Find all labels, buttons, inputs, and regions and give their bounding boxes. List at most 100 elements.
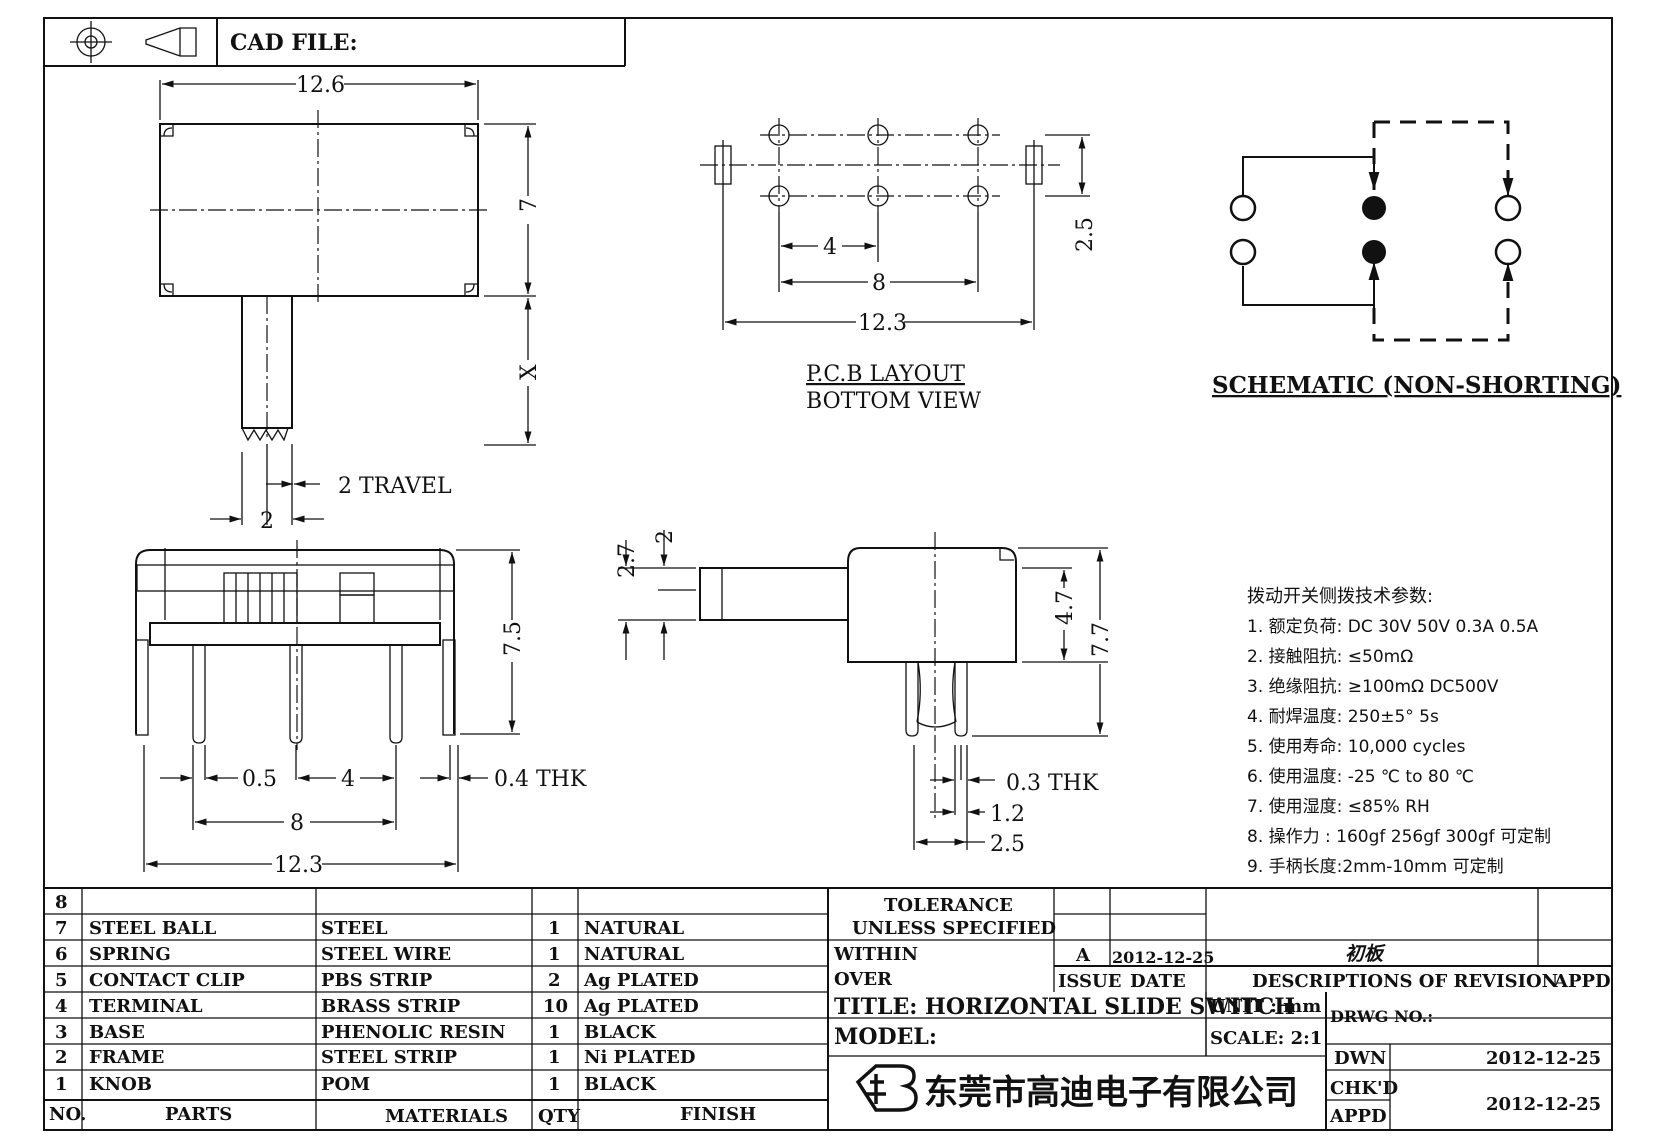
bom-no: 6 [55, 944, 68, 965]
revision-description: 初板 [1345, 943, 1386, 965]
bom-finish: NATURAL [584, 944, 684, 965]
unit-label: UNIT : mm [1210, 996, 1321, 1017]
issue-value: A [1075, 945, 1091, 966]
dim-knob-width: 2 [260, 509, 274, 534]
within-label: WITHIN [833, 944, 918, 965]
pcb-dim-pitch: 4 [823, 235, 837, 260]
spec-item: 5. 使用寿命: 10,000 cycles [1247, 736, 1466, 757]
terminal-closed [1362, 196, 1386, 220]
dim-travel: 2 TRAVEL [338, 474, 452, 499]
bom-part: TERMINAL [89, 996, 203, 1017]
spec-item: 9. 手柄长度:2mm-10mm 可定制 [1247, 857, 1504, 877]
dwn-date: 2012-12-25 [1486, 1048, 1601, 1069]
bom-material: STEEL WIRE [321, 944, 451, 965]
tolerance-label-2: UNLESS SPECIFIED [852, 918, 1056, 939]
schematic-title: SCHEMATIC (NON-SHORTING) [1212, 372, 1621, 399]
tolerance-label: TOLERANCE [884, 895, 1013, 916]
front-dim-pin: 0.5 [242, 767, 277, 792]
terminal-open [1229, 194, 1257, 222]
bom-material: PBS STRIP [321, 970, 433, 991]
front-view: 0.5 4 0.4 THK 8 12.3 7.5 [135, 540, 587, 878]
bom-qty: 1 [548, 1074, 561, 1095]
side-dim-a: 2.7 [615, 543, 640, 578]
bom-no: 5 [55, 970, 68, 991]
bom-no: 4 [55, 996, 68, 1017]
bom-qty: 1 [548, 944, 561, 965]
revision-date: 2012-12-25 [1112, 948, 1214, 967]
bom-row: 1 KNOB POM 1 BLACK [55, 1074, 657, 1095]
bom-header-no: NO. [49, 1104, 86, 1125]
bom-row: 8 [55, 892, 68, 913]
scale-label: SCALE: 2:1 [1210, 1028, 1322, 1049]
bom-row: 3 BASE PHENOLIC RESIN 1 BLACK [55, 1022, 657, 1043]
terminal-open [1494, 238, 1522, 266]
specs-title: 拨动开关侧拨技术参数: [1247, 586, 1433, 607]
top-view: 12.6 7 X 2 TRAVEL 2 [150, 73, 542, 534]
issue-label: ISSUE [1058, 971, 1121, 992]
dim-width: 12.6 [296, 73, 345, 98]
company-logo-icon [855, 1064, 918, 1112]
side-dim-c: 4.7 [1053, 590, 1078, 625]
approved-label: APPD [1329, 1106, 1387, 1127]
dim-height: 7 [517, 198, 542, 212]
check-date: 2012-12-25 [1486, 1094, 1601, 1115]
bom-qty: 10 [543, 996, 568, 1017]
spec-item: 1. 额定负荷: DC 30V 50V 0.3A 0.5A [1247, 617, 1539, 637]
specs-panel: 拨动开关侧拨技术参数: 1. 额定负荷: DC 30V 50V 0.3A 0.5… [1247, 586, 1551, 877]
front-dim-total: 12.3 [274, 853, 323, 878]
front-dim-span: 8 [290, 811, 304, 836]
cad-file-label: CAD FILE: [230, 30, 358, 56]
front-dim-height: 7.5 [501, 621, 526, 656]
bom-qty: 2 [548, 970, 561, 991]
bom-header-parts: PARTS [165, 1104, 232, 1125]
bom-header-finish: FINISH [680, 1104, 756, 1125]
drawing-title: TITLE: HORIZONTAL SLIDE SWITCH [834, 994, 1295, 1020]
spec-item: 3. 绝缘阻抗: ≥100mΩ DC500V [1247, 677, 1499, 697]
bom-material: POM [321, 1074, 370, 1095]
spec-item: 2. 接触阻抗: ≤50mΩ [1247, 647, 1413, 667]
side-view: 0.3 THK 1.2 2.5 2.7 2 4.7 7.7 [615, 530, 1114, 857]
bom-no: 7 [55, 918, 68, 939]
bom-finish: Ag PLATED [583, 970, 699, 991]
projection-icon [145, 27, 197, 57]
bom-finish: BLACK [584, 1074, 657, 1095]
bom-part: SPRING [89, 944, 171, 965]
bom-row: 5 CONTACT CLIP PBS STRIP 2 Ag PLATED [55, 970, 699, 991]
bom-row: 7 STEEL BALL STEEL 1 NATURAL [55, 918, 684, 939]
bom-qty: 1 [548, 1022, 561, 1043]
dwn-label: DWN [1334, 1048, 1386, 1069]
bom-qty: 1 [548, 918, 561, 939]
bom-header: NO. PARTS MATERIALS QTY FINISH [49, 1104, 756, 1127]
bom-row: 6 SPRING STEEL WIRE 1 NATURAL [55, 944, 684, 965]
over-label: OVER [834, 969, 893, 990]
bom-finish: BLACK [584, 1022, 657, 1043]
company-name: 东莞市高迪电子有限公司 [924, 1073, 1298, 1113]
bom-no: 3 [55, 1022, 68, 1043]
side-dim-f: 2.5 [990, 832, 1025, 857]
schematic: SCHEMATIC (NON-SHORTING) [1212, 120, 1621, 399]
bom-row: 4 TERMINAL BRASS STRIP 10 Ag PLATED [55, 996, 699, 1017]
side-dim-b: 2 [653, 530, 678, 544]
title-block: TOLERANCE UNLESS SPECIFIED WITHIN OVER A… [828, 888, 1612, 1130]
side-dim-d: 7.7 [1089, 622, 1114, 657]
pcb-layout: 4 8 12.3 2.5 P.C.B LAYOUT BOTTOM VIEW [700, 118, 1098, 414]
bom-material: BRASS STRIP [321, 996, 461, 1017]
spec-item: 7. 使用湿度: ≤85% RH [1247, 796, 1430, 817]
side-dim-e: 1.2 [990, 802, 1025, 827]
bom-no: 8 [55, 892, 68, 913]
bom-material: PHENOLIC RESIN [321, 1022, 506, 1043]
bom-row: 2 FRAME STEEL STRIP 1 Ni PLATED [55, 1047, 695, 1068]
model-label: MODEL: [834, 1024, 937, 1050]
appd-label: APPD [1553, 971, 1611, 992]
bom-part: FRAME [89, 1047, 164, 1068]
bom-no: 1 [55, 1074, 68, 1095]
bom-material: STEEL [321, 918, 388, 939]
front-dim-pitch: 4 [341, 767, 355, 792]
date-label: DATE [1130, 971, 1186, 992]
bom-part: BASE [89, 1022, 145, 1043]
bom-finish: NATURAL [584, 918, 684, 939]
side-dim-thk: 0.3 THK [1006, 771, 1099, 796]
bom-header-qty: QTY [538, 1106, 581, 1127]
front-dim-thk: 0.4 THK [494, 767, 587, 792]
